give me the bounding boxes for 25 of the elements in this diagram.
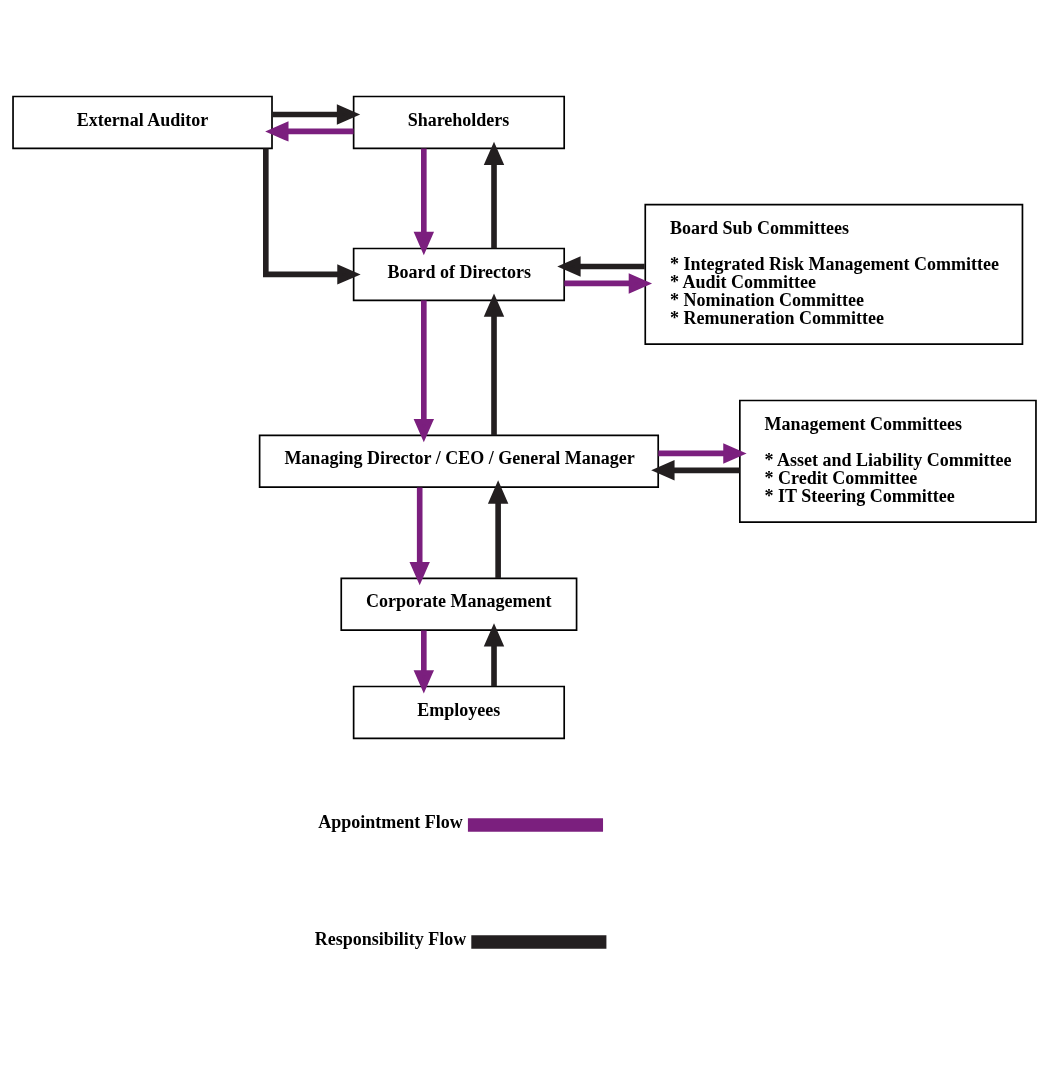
arrow <box>413 630 435 693</box>
arrow <box>409 487 430 585</box>
arrow <box>483 292 505 435</box>
arrow <box>272 103 361 125</box>
arrow <box>263 148 361 285</box>
node-box: Corporate Management <box>340 577 578 631</box>
arrow <box>483 622 505 686</box>
arrow <box>265 120 354 142</box>
arrow <box>564 272 653 294</box>
arrow <box>413 299 435 442</box>
node-box: Board Sub Committees * Integrated Risk Management Committee * Audit Committee * Nomination Committee * Remuneration Committee <box>644 203 1024 345</box>
legend-label: Appointment Flow <box>318 811 463 832</box>
arrow <box>651 459 740 481</box>
node-box: Employees <box>352 685 566 739</box>
node-box: External Auditor <box>12 95 273 149</box>
node-box: Management Committees * Asset and Liability Committee * Credit Committee * IT Steering Committee <box>739 399 1037 523</box>
node-box: Managing Director / CEO / General Manager <box>258 434 660 488</box>
node-box: Board of Directors <box>352 247 566 301</box>
node-box: Shareholders <box>352 95 566 149</box>
arrow <box>557 255 645 277</box>
arrow <box>483 141 505 248</box>
arrow <box>658 442 747 464</box>
arrow <box>487 479 509 578</box>
legend-label: Responsibility Flow <box>314 928 467 949</box>
arrow <box>413 148 435 255</box>
